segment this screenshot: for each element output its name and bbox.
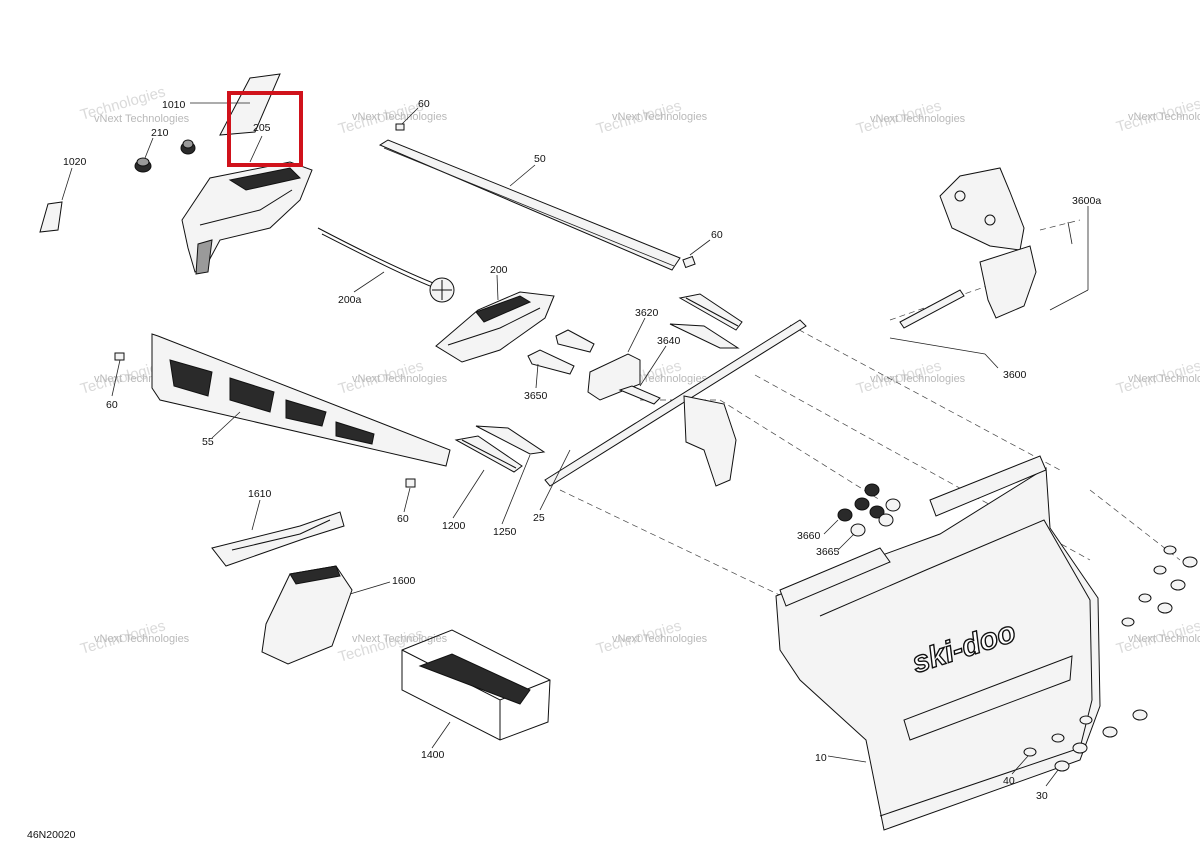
part-1010-decal — [219, 73, 281, 136]
callout-25: 25 — [533, 512, 545, 524]
callout-50: 50 — [534, 153, 546, 165]
part-3660-nut — [837, 483, 885, 522]
part-205-bracket — [181, 161, 313, 275]
watermark: vNext Technologies — [1128, 373, 1200, 385]
watermark: vNext Technologies — [352, 111, 448, 123]
part-210-nut — [134, 139, 196, 173]
callout-10: 10 — [815, 752, 827, 764]
callout-205: 205 — [253, 122, 271, 134]
watermark: vNext Technologies — [612, 111, 708, 123]
callout-1010: 1010 — [162, 99, 186, 111]
part-200-light — [435, 291, 555, 363]
part-1400-tool-kit — [401, 629, 551, 741]
callout-1250: 1250 — [493, 526, 517, 538]
watermark: vNext Technologies — [870, 113, 966, 125]
part-1250-lens — [475, 323, 740, 455]
callout-3665: 3665 — [816, 546, 840, 558]
callout-1200: 1200 — [442, 520, 466, 532]
leader-lines — [61, 102, 1089, 787]
part-1020-reflector — [39, 201, 63, 233]
callout-60: 60 — [418, 98, 430, 110]
part-40-washer — [1023, 545, 1177, 757]
watermark: vNext Technologies — [612, 633, 708, 645]
callout-3640: 3640 — [657, 335, 681, 347]
part-60-screw — [114, 123, 696, 488]
callout-1020: 1020 — [63, 156, 87, 168]
callout-3600: 3600 — [1003, 369, 1027, 381]
part-3600-hinge — [899, 167, 1037, 329]
callout-55: 55 — [202, 436, 214, 448]
part-25-strip — [544, 319, 807, 487]
callout-1610: 1610 — [248, 488, 272, 500]
watermark: vNext Technologies — [94, 113, 190, 125]
part-200a-wiring — [317, 227, 455, 303]
watermark: vNext Technologies — [352, 373, 448, 385]
diagram-id: 46N20020 — [27, 829, 76, 841]
part-1610-strap — [211, 511, 345, 567]
callout-60: 60 — [397, 513, 409, 525]
part-3665-nut — [850, 498, 901, 537]
part-50-rail — [378, 139, 681, 271]
part-3650-bolt — [527, 329, 595, 375]
selection-highlight-box — [227, 91, 303, 167]
callout-1400: 1400 — [421, 749, 445, 761]
watermark: vNext Technologies — [1128, 633, 1200, 645]
callout-60: 60 — [711, 229, 723, 241]
callout-40: 40 — [1003, 775, 1015, 787]
watermark: vNext Technologies — [352, 633, 448, 645]
part-1200-lens-gasket — [454, 293, 743, 473]
watermark: vNext Technologies — [1128, 111, 1200, 123]
part-55-side-panel — [151, 333, 451, 467]
callout-60: 60 — [106, 399, 118, 411]
callout-200: 200 — [490, 264, 508, 276]
callout-3620: 3620 — [635, 307, 659, 319]
watermark: vNext Technologies — [870, 373, 966, 385]
assembly-guide-lines — [559, 219, 1181, 601]
callout-210: 210 — [151, 127, 169, 139]
part-1600-pouch — [261, 565, 353, 665]
callout-3660: 3660 — [797, 530, 821, 542]
callout-3600a: 3600a — [1072, 195, 1101, 207]
part-3640-pin — [618, 385, 661, 405]
watermark: vNext Technologies — [94, 633, 190, 645]
part-30-screw — [1054, 556, 1198, 772]
callout-200a: 200a — [338, 294, 362, 306]
callout-1600: 1600 — [392, 575, 416, 587]
callout-30: 30 — [1036, 790, 1048, 802]
callout-labels: 1010 210 205 1020 60 50 60 200 200a 3620… — [63, 98, 1101, 802]
part-10-flap — [775, 455, 1101, 831]
part-3600a-clip — [1067, 221, 1073, 245]
callout-3650: 3650 — [524, 390, 548, 402]
